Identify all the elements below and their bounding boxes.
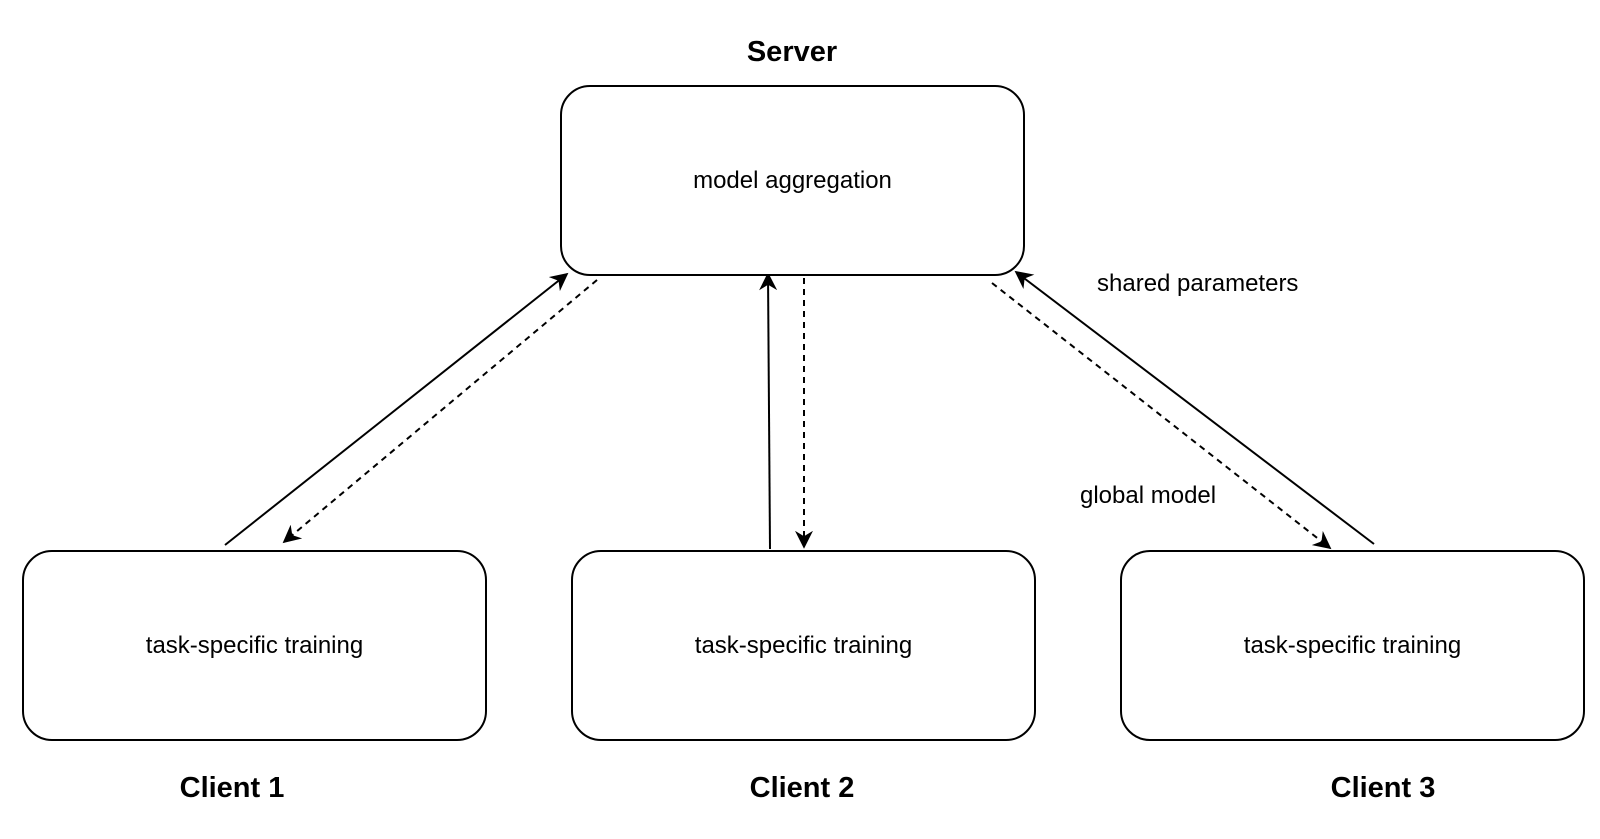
global-model-label: global model bbox=[1080, 482, 1217, 509]
server-box-label: model aggregation bbox=[693, 166, 892, 194]
server-box: model aggregation bbox=[560, 85, 1025, 276]
client1-box: task-specific training bbox=[22, 550, 487, 741]
shared-parameters-label: shared parameters bbox=[1097, 270, 1299, 297]
client2-box-label: task-specific training bbox=[694, 631, 913, 659]
server-to-client1-arrow bbox=[282, 279, 598, 544]
client3-title: Client 3 bbox=[1330, 772, 1436, 804]
server-title: Server bbox=[746, 36, 838, 68]
client3-box: task-specific training bbox=[1120, 550, 1585, 741]
client1-box-label: task-specific training bbox=[145, 631, 364, 659]
server-to-client3-arrow bbox=[991, 282, 1332, 550]
client2-box: task-specific training bbox=[571, 550, 1036, 741]
client2-title: Client 2 bbox=[749, 772, 855, 804]
client1-to-server-arrow bbox=[224, 272, 569, 546]
client3-to-server-arrow bbox=[1014, 270, 1375, 545]
client2-to-server-arrow bbox=[759, 272, 778, 550]
client1-title: Client 1 bbox=[179, 772, 285, 804]
client3-box-label: task-specific training bbox=[1243, 631, 1462, 659]
